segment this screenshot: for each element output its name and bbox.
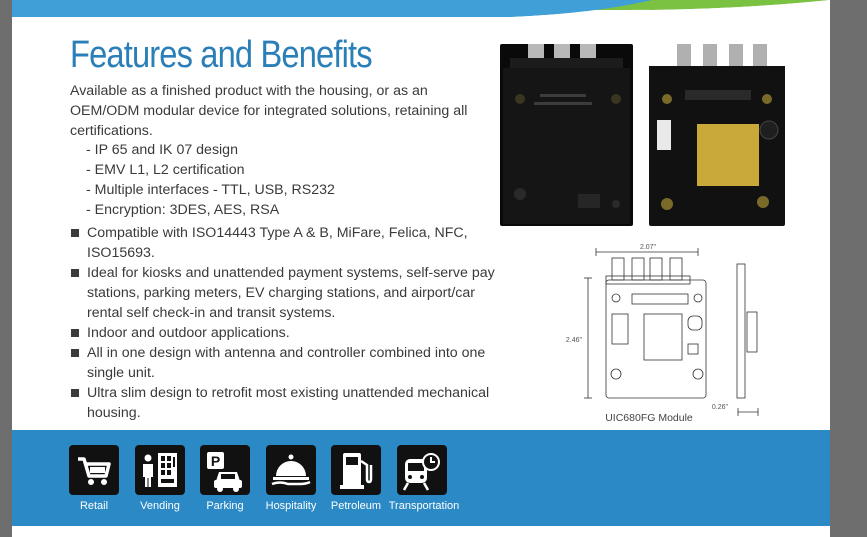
feature-bullet-text: Ideal for kiosks and unattended payment … (87, 265, 495, 321)
feature-bullet: Ultra slim design to retrofit most exist… (70, 383, 510, 423)
retail-tile (69, 445, 119, 495)
sub-feature-item: - Multiple interfaces - TTL, USB, RS232 (86, 182, 335, 198)
feature-bullet: All in one design with antenna and contr… (70, 343, 510, 383)
sub-feature-item: - Encryption: 3DES, AES, RSA (86, 202, 280, 218)
bullet-square-icon (71, 229, 79, 237)
feature-bullet-text: Ultra slim design to retrofit most exist… (87, 385, 490, 421)
transportation-tile (397, 445, 447, 495)
industry-label-transportation: Transportation (388, 500, 460, 512)
width-dimension: 2.07" (640, 244, 657, 251)
cart-icon (78, 457, 111, 485)
petroleum-tile (331, 445, 381, 495)
feature-bullet: Compatible with ISO14443 Type A & B, MiF… (70, 223, 510, 263)
cloche-icon (271, 454, 311, 486)
feature-bullet-text: All in one design with antenna and contr… (87, 345, 486, 381)
feature-bullet: Indoor and outdoor applications. (70, 323, 510, 343)
bullet-square-icon (71, 389, 79, 397)
train-clock-icon (402, 453, 440, 491)
svg-text:P: P (211, 453, 220, 469)
bullet-square-icon (71, 329, 79, 337)
module-back-photo (500, 44, 633, 226)
vending-machine-icon (143, 453, 177, 487)
height-dimension: 2.46" (566, 337, 583, 344)
feature-bullet-text: Indoor and outdoor applications. (87, 325, 290, 341)
bullet-square-icon (71, 269, 79, 277)
bullet-square-icon (71, 349, 79, 357)
industry-label-retail: Retail (79, 500, 109, 512)
feature-bullet-list: Compatible with ISO14443 Type A & B, MiF… (70, 223, 510, 423)
feature-bullet: Ideal for kiosks and unattended payment … (70, 263, 510, 323)
hospitality-tile (266, 445, 316, 495)
fuel-pump-icon (340, 453, 373, 489)
industry-label-vending: Vending (140, 500, 180, 512)
sub-feature-item: - EMV L1, L2 certification (86, 162, 245, 178)
sub-feature-item: - IP 65 and IK 07 design (86, 142, 238, 158)
header-wave (12, 0, 830, 22)
drawing-caption: UIC680FG Module (605, 412, 693, 424)
dimension-drawing: 2.07" 2.46" 0.26" (566, 244, 759, 416)
feature-bullet-text: Compatible with ISO14443 Type A & B, MiF… (87, 225, 468, 261)
parking-icon: P (207, 452, 242, 492)
parking-tile: P (200, 445, 250, 495)
sub-feature-list: - IP 65 and IK 07 design - EMV L1, L2 ce… (86, 140, 335, 220)
vending-tile (135, 445, 185, 495)
module-front-photo (649, 44, 785, 226)
brochure-page: Features and Benefits Available as a fin… (12, 0, 830, 537)
industry-label-petroleum: Petroleum (330, 500, 382, 512)
industry-label-parking: Parking (206, 500, 244, 512)
depth-dimension: 0.26" (712, 404, 729, 411)
intro-paragraph: Available as a finished product with the… (70, 83, 468, 139)
page-title: Features and Benefits (70, 34, 373, 76)
industry-label-hospitality: Hospitality (265, 500, 317, 512)
